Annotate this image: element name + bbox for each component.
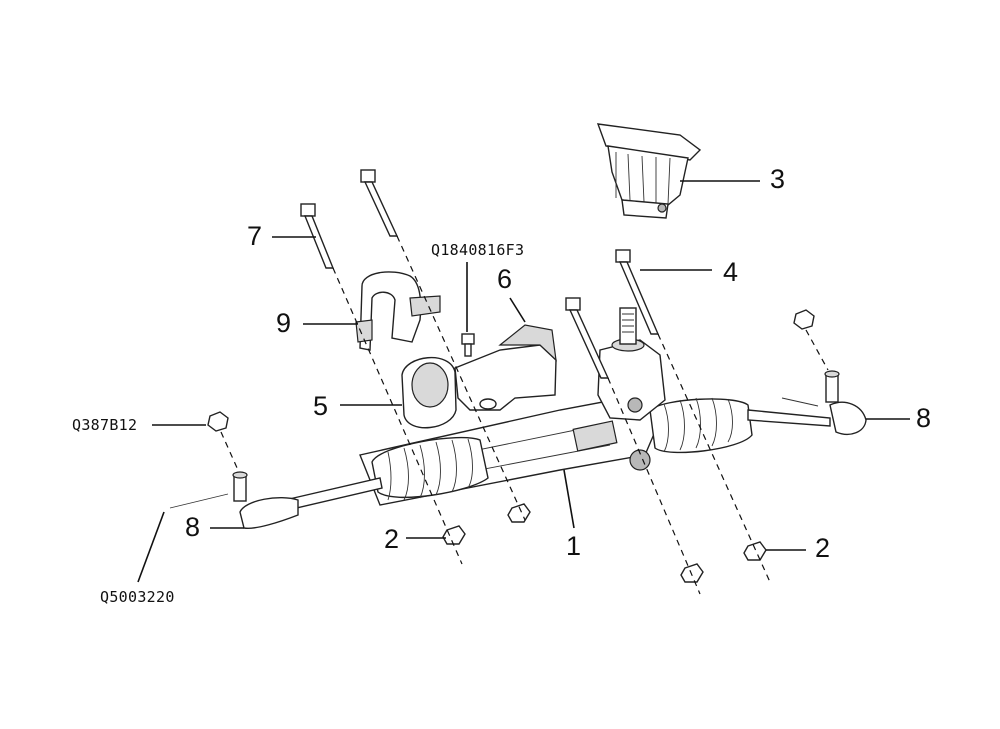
bolt-q1840816f3: [461, 333, 475, 357]
callout-3: 3: [770, 164, 786, 194]
bracket-6: [454, 324, 557, 411]
callout-2-left: 2: [384, 524, 400, 554]
castle-nut-right: [793, 309, 815, 330]
left-bellows-boot: [371, 436, 489, 501]
leader-lines: [137, 180, 910, 583]
bushing-5: [401, 357, 457, 429]
callout-2-right: 2: [815, 533, 831, 563]
right-bellows-boot: [649, 397, 753, 454]
bolt-right: [360, 169, 399, 237]
castle-nut-q387b12: [207, 411, 229, 432]
nut-left-2: [442, 525, 466, 545]
left-inner-tie-rod: [284, 477, 383, 511]
callout-7: 7: [247, 221, 263, 251]
callout-8-left: 8: [185, 512, 201, 542]
nut-center-b: [680, 563, 704, 583]
callout-8-right: 8: [916, 403, 932, 433]
assembly-lines: [220, 235, 829, 595]
left-tie-rod-end: [169, 471, 299, 530]
rubber-cover-3: [596, 123, 702, 219]
callout-5: 5: [313, 391, 329, 421]
part-code-q1840816f3: Q1840816F3: [431, 241, 525, 259]
callout-4: 4: [723, 257, 739, 287]
bolt-left: [300, 203, 335, 269]
right-inner-tie-rod: [747, 409, 831, 427]
part-code-q387b12: Q387B12: [72, 416, 138, 434]
callout-9: 9: [276, 308, 292, 338]
callout-1: 1: [566, 531, 582, 561]
bolt-center: [565, 297, 610, 379]
bolt-4: [615, 249, 660, 335]
nut-center-a: [507, 503, 531, 523]
pinion-valve-housing: [597, 307, 666, 471]
right-tie-rod-end: [781, 370, 867, 436]
callout-6: 6: [497, 264, 513, 294]
clamp-9: [355, 271, 441, 351]
part-code-q5003220: Q5003220: [100, 588, 175, 606]
nut-right-2: [743, 541, 767, 561]
